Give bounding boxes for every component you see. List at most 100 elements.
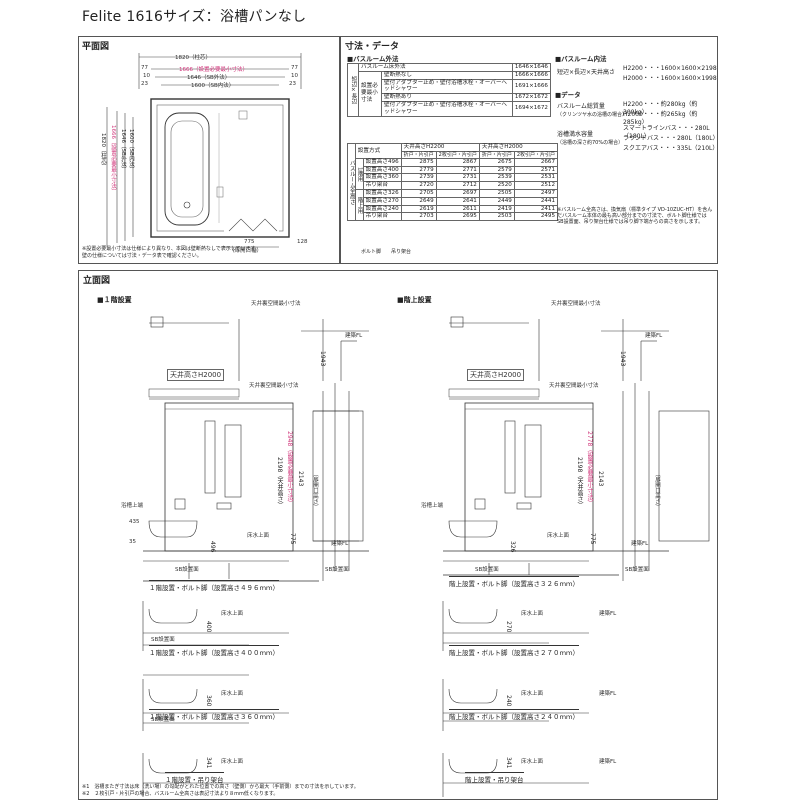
spec-note: ※バスルーム全高さは、換気扇（標準タイプ VD-10ZUC-HT）を含んだバスル… [557,207,713,225]
heights-cell: 2495 [513,212,559,222]
plan-dim-small-6: 23 [289,81,296,87]
right-sb: SB設置面 [475,567,499,573]
right-door-label: （扉開口高さ） [654,471,660,510]
heights-cell: 2649 [400,196,437,206]
heights-row: 階上用 設置高さ326 2705 2697 2505 2497 [348,188,559,222]
water-sub: （浴槽の深さ約70%の場合） [557,140,624,146]
data-panel: 寸法・データ ■バスルーム外法 短辺×長辺 バスルーム床外法 1646×1646… [340,36,719,264]
right-ceiling-label: 天井高さH2000 [467,369,525,381]
heights-cell: 2731 [435,173,480,183]
spec-label: ■データ [555,91,581,99]
heights-cell: 2739 [400,173,437,183]
inner-row-1: H2200・・・1600×1600×2198 [623,65,717,72]
outer-label: ■バスルーム外法 [347,55,399,63]
plan-dim-left-4: 1600（SB内法） [128,129,134,173]
heights-row: 設置高さ240 2619 2611 2419 2411 [348,204,559,214]
left-num-1: 496 [209,541,216,553]
inner-row-2: H2000・・・1600×1600×1998 [623,75,717,82]
right-floor-water: 床水上面 [547,533,570,539]
right-caption-1: 階上設置・ボルト脚（設置高さ３２６ｍｍ） [449,576,579,588]
right-vdim-4: 1943 [619,351,626,367]
left-num-2: 400 [205,621,212,633]
heights-cell: 2497 [513,188,559,198]
water-1: スマートラインバス・・・280L（180L） [623,125,710,140]
right-sb-2: SB設置面 [625,567,649,573]
heights-cell: 2441 [513,196,559,206]
outer-row-5-value: 1694×1672 [511,100,552,117]
right-caption-4: 階上設置・吊り架台 [465,772,524,784]
water-3: スクエアバス・・・335L（210L） [623,145,719,152]
right-small-water-2: 床水上面 [521,691,544,697]
left-heading: ■１階設置 [97,296,132,304]
right-num-2: 270 [505,621,512,633]
group-1f: 1階用 [354,157,364,190]
heights-cell: 2419 [478,204,515,214]
group-upper: 階上用 [354,188,364,222]
left-sb: SB設置面 [175,567,199,573]
left-small-sb-2: SB設置面 [151,717,175,723]
outer-row-3-name: 壁付アダプター止め・壁付浴槽水栓・オーバーヘッドシャワー [381,78,513,95]
right-vdim-3: 2143 [597,471,604,487]
heights-row-name: 設置高さ326 [362,188,402,198]
heights-cell: 2697 [435,188,480,198]
outer-row-3-value: 1691×1666 [511,78,552,95]
left-caption-3: １階設置・ボルト脚（設置高さ３６０ｍｍ） [149,709,279,721]
left-small-water-1: 床水上面 [221,611,244,617]
heights-row-name: 吊り架台 [362,181,402,190]
heights-sub-4: 2枚引戸・片引戸 [513,150,559,159]
hang-label: 吊り架台 [391,249,412,255]
heights-h0: 設置方式 [354,143,402,159]
heights-h2: 天井高さH2000 [478,143,559,152]
left-caption-2: １階設置・ボルト脚（設置高さ４００ｍｍ） [149,645,279,657]
heights-h1: 天井高さH2200 [400,143,480,152]
heights-cell: 2539 [478,173,515,183]
data-heading: 寸法・データ [345,42,400,52]
weight-2: H2000・・・約265kg（約285kg） [623,111,698,126]
weight-label: バスルーム総質量 [557,103,605,110]
heights-cell: 2512 [513,181,559,190]
heights-cell: 2411 [513,204,559,214]
page-title: Felite 1616サイズ：浴槽パンなし [82,9,307,25]
weight-1: H2200・・・約280kg（約300kg） [623,101,698,116]
plan-dim-small-2: 77 [291,65,298,71]
left-small-water-3: 床水上面 [221,759,244,765]
weight-sub: （クリンツヤ水の浴槽の場合） [557,112,628,118]
outer-row-4-name: 壁断熱あり [381,93,513,102]
footnote-2: ※2 ２枚引戸・片引戸の場合、バスルーム全高さは表記寸法より８mm低くなります。 [82,791,279,797]
heights-cell: 2579 [478,165,515,175]
heights-cell: 2720 [400,181,437,190]
plan-dim-top-4: 1600（SB内法） [191,83,235,89]
heights-cell: 2520 [478,181,515,190]
heights-cell: 2641 [435,196,480,206]
plan-dim-small-4: 10 [291,73,298,79]
inner-side-label: 短辺×長辺×天井高さ [557,69,616,76]
footnote-1: ※1 浴槽またぎ寸法は床（洗い場）の勾配がとれた位置での高さ（壁側）から最大（手… [82,784,359,790]
right-caption-3: 階上設置・ボルト脚（設置高さ２４０ｍｍ） [449,709,579,721]
plan-dim-left-2: 1666（設置必要最小寸法） [110,125,116,194]
plan-door-label: （扉開口幅） [229,248,263,254]
left-caption-4: １階設置・吊り架台 [165,772,224,784]
water-2: ラウンドバス・・・280L（180L） [623,135,719,142]
plan-dim-small-1: 77 [141,65,148,71]
heights-cell: 2531 [513,173,559,183]
plan-dim-top-2: 1666（設置必要最小寸法） [179,67,248,73]
right-small-fl-3: 建築FL [599,759,617,765]
elevation-panel: 立面図 ■１階設置 ■階上設置 [78,270,718,800]
left-vdim-5: 775 [289,533,296,545]
water-label: 浴槽満水容量 [557,131,594,138]
plan-heading: 平面図 [82,42,110,52]
right-ceiling-space-2: 天井裏空間最小寸法 [549,383,599,389]
outer-row-2-name: 壁断熱なし [381,70,513,80]
plan-dim-small-5: 23 [141,81,148,87]
heights-row-name: 吊り架台 [362,212,402,222]
heights-cell: 2611 [435,204,480,214]
plan-dim-top-1: 1820（柱芯） [175,55,211,61]
left-vdim-1: 2198（天井高さ） [276,457,283,509]
left-vdim-2: 2948（設置必要最小寸法） [286,431,293,507]
outer-row-2-value: 1666×1666 [511,70,552,80]
heights-cell: 2712 [435,181,480,190]
heights-row: 1階用 設置高さ496 2875 2867 2675 2667 [348,157,559,190]
heights-row-name: 設置高さ400 [362,165,402,175]
plan-note-1: ※設置必要最小寸法は仕様により異なり、本図は壁断熱なしで表示しています。 [82,246,261,252]
outer-row-1-name: バスルーム床外法 [358,63,513,72]
